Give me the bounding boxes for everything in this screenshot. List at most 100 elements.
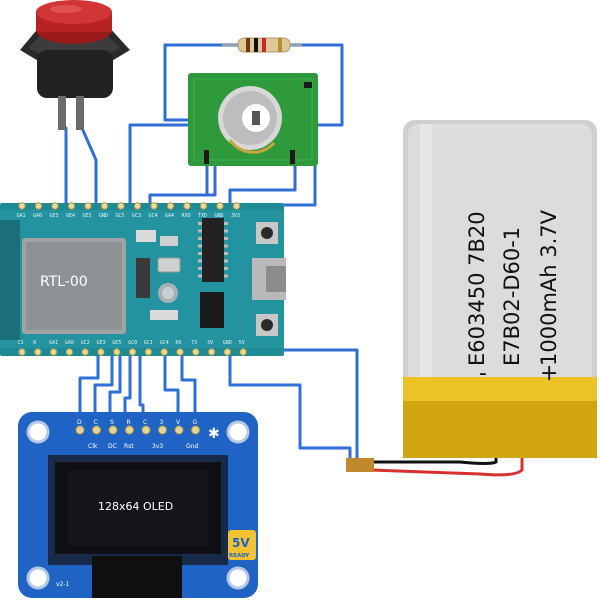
- wire-oled-data: [78, 350, 100, 422]
- header-hole: [176, 348, 184, 356]
- module-top-pin-label: RXD: [182, 213, 191, 219]
- ic-pin: [224, 222, 228, 225]
- module-ic: [202, 218, 224, 282]
- module-top-pin-label: GE3: [50, 213, 59, 219]
- module-bottom-pin-label: CS: [18, 340, 24, 346]
- oled-top-pin-label: C: [143, 419, 147, 426]
- ic-pin: [224, 252, 228, 255]
- oled-top-pin-label: V: [176, 419, 181, 426]
- oled-header-hole: [191, 425, 200, 435]
- header-hole: [97, 348, 105, 356]
- header-hole: [51, 202, 59, 210]
- header-hole: [199, 202, 208, 210]
- module-top-pin-label: GC4: [149, 213, 158, 219]
- module-top-pin-label: GND: [215, 213, 224, 219]
- ic-pin: [224, 229, 228, 233]
- oled-bottom-pin-label: 3v3: [152, 443, 163, 450]
- header-hole: [207, 348, 216, 356]
- module-bottom-pin-label: GE3: [97, 340, 106, 346]
- module-bottom-pin-label: GC0: [128, 340, 137, 346]
- module-bottom-pin-label: GE5: [112, 340, 121, 346]
- wire-oled-dc: [108, 350, 122, 422]
- header-hole: [160, 348, 168, 356]
- push-button: [20, 0, 130, 130]
- module-top-pin-label: GC3: [132, 213, 141, 219]
- module-top-pin-label: GC5: [116, 213, 125, 219]
- wire-button-right: [80, 126, 98, 207]
- battery-minus-label: -: [479, 361, 487, 386]
- push-button-leg-right: [76, 96, 84, 130]
- oled-bottom-pin-label: Rst: [124, 443, 134, 450]
- header-hole: [49, 348, 58, 356]
- battery-plus-label: +: [540, 361, 558, 386]
- ready-badge: [228, 530, 256, 560]
- battery-line2: E7B02-D60-1: [500, 227, 524, 366]
- header-hole: [65, 348, 74, 356]
- wire-battery-plus: [228, 350, 352, 464]
- header-hole: [183, 202, 191, 210]
- module-bottom-pin-label: 5V: [239, 340, 245, 346]
- module-top-pin-label: GA0: [33, 213, 42, 219]
- rtl00-label: RTL-00: [40, 274, 88, 290]
- ic-pin: [198, 229, 202, 233]
- oled-header-hole: [92, 425, 101, 435]
- ic-pin: [198, 237, 202, 240]
- oled-ribbon: [92, 556, 182, 598]
- module-bottom-pin-label: GC2: [81, 340, 90, 346]
- oled-top-pin-label: D: [77, 419, 82, 426]
- header-hole: [144, 348, 153, 356]
- oled-header-hole: [174, 425, 184, 435]
- module-bottom-pin-label: GND: [223, 340, 232, 346]
- oled-header-hole: [75, 425, 85, 435]
- module-bottom-pin-label: R: [33, 340, 37, 346]
- lipo-battery: E603450 7B20 E7B02-D60-1 1000mAh 3.7V - …: [346, 120, 597, 477]
- ic-pin: [224, 237, 228, 240]
- battery-connector: [346, 458, 374, 472]
- oled-top-pin-label: G: [193, 419, 198, 426]
- ic-pin: [198, 244, 202, 248]
- module-top-pin-label: GE5: [83, 213, 92, 219]
- header-hole: [133, 202, 142, 210]
- header-hole: [128, 348, 137, 356]
- module-top-pin-label: TXD: [198, 213, 207, 219]
- header-hole: [84, 202, 92, 210]
- ic-pin: [224, 259, 228, 263]
- ic-pin: [198, 267, 202, 270]
- ic-pin: [224, 244, 228, 248]
- header-hole: [117, 202, 125, 210]
- module-top-pin-label: 3V3: [231, 213, 240, 219]
- adafruit-star-icon: ✱: [208, 426, 220, 442]
- oled-header-hole: [158, 425, 167, 435]
- oled-header-hole: [141, 425, 151, 435]
- battery-red-lead: [371, 458, 524, 477]
- header-hole: [18, 348, 26, 356]
- ic-pin: [224, 274, 228, 278]
- wire-oled-rst: [123, 350, 132, 422]
- header-hole: [113, 348, 121, 356]
- wire-resistor-left: [163, 43, 198, 122]
- oled-bottom-pin-label: DC: [108, 443, 117, 450]
- battery-line1: E603450 7B20: [465, 211, 489, 366]
- module-bottom-pin-label: GC1: [144, 340, 153, 346]
- ic-pin: [198, 274, 202, 278]
- ic-pin: [198, 252, 202, 255]
- header-hole: [223, 348, 232, 356]
- ic-pin: [198, 222, 202, 225]
- sensor-board: [188, 73, 318, 166]
- wire-oled-vin: [163, 350, 180, 422]
- module-top-pin-label: GA1: [17, 213, 26, 219]
- oled-top-pin-label: C: [94, 419, 98, 426]
- header-hole: [166, 202, 175, 210]
- ready-badge-text: READY: [229, 553, 250, 559]
- ic-pin: [198, 259, 202, 263]
- module-top-pin-label: GA4: [165, 213, 174, 219]
- resistor: [222, 37, 302, 53]
- header-hole: [100, 202, 109, 210]
- header-hole: [239, 348, 247, 356]
- module-bottom-pin-label: TX: [191, 340, 197, 346]
- push-button-body: [37, 50, 113, 98]
